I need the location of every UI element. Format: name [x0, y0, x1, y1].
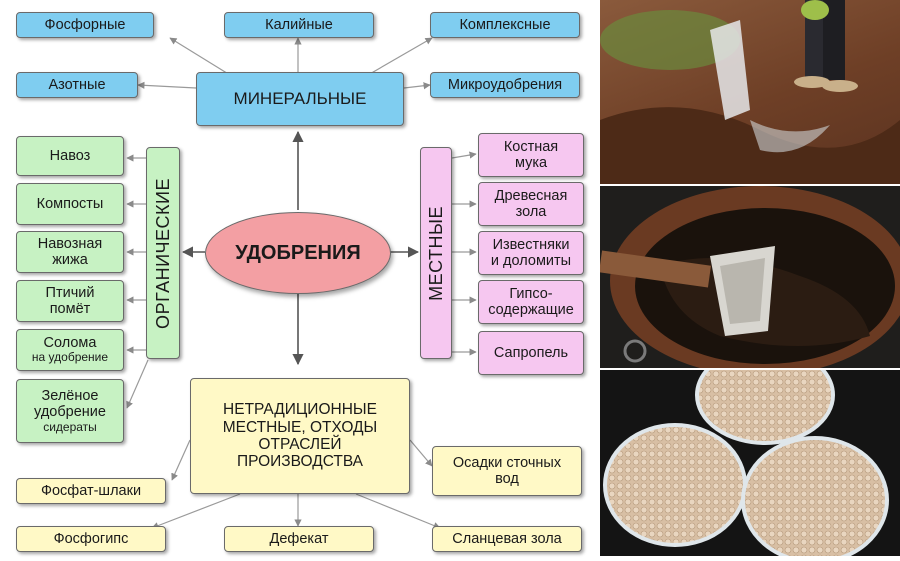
- mineral-item-micro: Микроудобрения: [430, 72, 580, 98]
- category-title-line2: МЕСТНЫЕ, ОТХОДЫ: [222, 418, 378, 436]
- mineral-item-complex: Комплексные: [430, 12, 580, 38]
- category-title: МЕСТНЫЕ: [425, 205, 446, 301]
- category-title-line3: ОТРАСЛЕЙ: [258, 436, 342, 453]
- category-title: МИНЕРАЛЬНЫЕ: [233, 89, 367, 109]
- connector-lines: [126, 37, 477, 530]
- item-label-line2: содержащие: [488, 302, 574, 318]
- category-title: ОРГАНИЧЕСКИЕ: [152, 177, 173, 329]
- category-title-line1: НЕТРАДИЦИОННЫЕ: [223, 401, 377, 419]
- nontraditional-item-phosphate-slag: Фосфат-шлаки: [16, 478, 166, 504]
- nontraditional-item-phosphogypsum: Фосфогипс: [16, 526, 166, 552]
- photo-liquid-manure-barrel-icon: [599, 186, 900, 376]
- organic-item-straw: Солома на удобрение: [16, 329, 124, 371]
- item-label-line1: Осадки сточных: [452, 454, 562, 471]
- item-label: Дефекат: [269, 530, 329, 547]
- item-label-line1: Солома: [43, 335, 97, 352]
- item-label: Навоз: [49, 147, 91, 164]
- local-item-sapropel: Сапропель: [478, 331, 584, 375]
- local-item-bone-meal: Костная мука: [478, 133, 584, 177]
- mineral-item-nitrogen: Азотные: [16, 72, 138, 98]
- local-category: МЕСТНЫЕ: [420, 147, 452, 359]
- item-label-line1: Птичий: [45, 284, 95, 301]
- item-label-line1: Навозная: [37, 235, 103, 252]
- local-item-wood-ash: Древесная зола: [478, 182, 584, 226]
- item-label-line1: Костная: [503, 138, 559, 155]
- item-label-line1: Известняки: [492, 236, 570, 253]
- mineral-category: МИНЕРАЛЬНЫЕ: [196, 72, 404, 126]
- item-label-line2: на удобрение: [31, 350, 109, 365]
- item-label: Фосфорные: [44, 16, 126, 33]
- photo-column: [599, 0, 900, 561]
- local-item-limestone: Известняки и доломиты: [478, 231, 584, 275]
- item-label-line2: мука: [514, 155, 548, 171]
- item-label-line2: помёт: [49, 301, 91, 317]
- item-label: Сланцевая зола: [452, 530, 562, 547]
- fertilizer-diagram: Фосфорные Калийные Комплексные Азотные М…: [16, 12, 584, 552]
- organic-item-bird-droppings: Птичий помёт: [16, 280, 124, 322]
- organic-item-green-manure: Зелёное удобрение сидераты: [16, 379, 124, 443]
- item-label-line1: Зелёное: [41, 388, 99, 405]
- item-label: Калийные: [265, 16, 333, 33]
- organic-item-manure: Навоз: [16, 136, 124, 176]
- item-label-line2: удобрение: [34, 404, 106, 421]
- item-label: Сапропель: [493, 344, 569, 361]
- item-label: Комплексные: [459, 16, 551, 33]
- item-label: Микроудобрения: [447, 76, 563, 93]
- mineral-item-phosphoric: Фосфорные: [16, 12, 154, 38]
- category-title-line4: ПРОИЗВОДСТВА: [236, 453, 364, 471]
- item-label-line2: жижа: [52, 252, 88, 268]
- nontraditional-category: НЕТРАДИЦИОННЫЕ МЕСТНЫЕ, ОТХОДЫ ОТРАСЛЕЙ …: [190, 378, 410, 494]
- item-label-line3: сидераты: [43, 419, 97, 434]
- item-label-line2: зола: [515, 204, 547, 220]
- item-label-line1: Гипсо-: [509, 285, 553, 302]
- item-label: Фосфогипс: [53, 530, 129, 547]
- mineral-item-potassium: Калийные: [224, 12, 374, 38]
- item-label-line2: и доломиты: [490, 253, 572, 269]
- item-label: Фосфат-шлаки: [40, 482, 142, 499]
- fertilizers-center-node: УДОБРЕНИЯ: [205, 212, 391, 294]
- nontraditional-item-defecate: Дефекат: [224, 526, 374, 552]
- organic-item-compost: Компосты: [16, 183, 124, 225]
- photo-granules-dishes-icon: [600, 345, 900, 561]
- item-label: Компосты: [36, 195, 104, 212]
- center-title: УДОБРЕНИЯ: [235, 241, 361, 264]
- organic-category: ОРГАНИЧЕСКИЕ: [146, 147, 180, 359]
- item-label-line2: вод: [495, 471, 519, 487]
- nontraditional-item-shale-ash: Сланцевая зола: [432, 526, 582, 552]
- item-label: Азотные: [48, 76, 106, 93]
- local-item-gypsum: Гипсо- содержащие: [478, 280, 584, 324]
- photo-soil-spreading-icon: [600, 0, 900, 184]
- nontraditional-item-sewage-sludge: Осадки сточных вод: [432, 446, 582, 496]
- item-label-line1: Древесная: [494, 187, 568, 204]
- organic-item-slurry: Навозная жижа: [16, 231, 124, 273]
